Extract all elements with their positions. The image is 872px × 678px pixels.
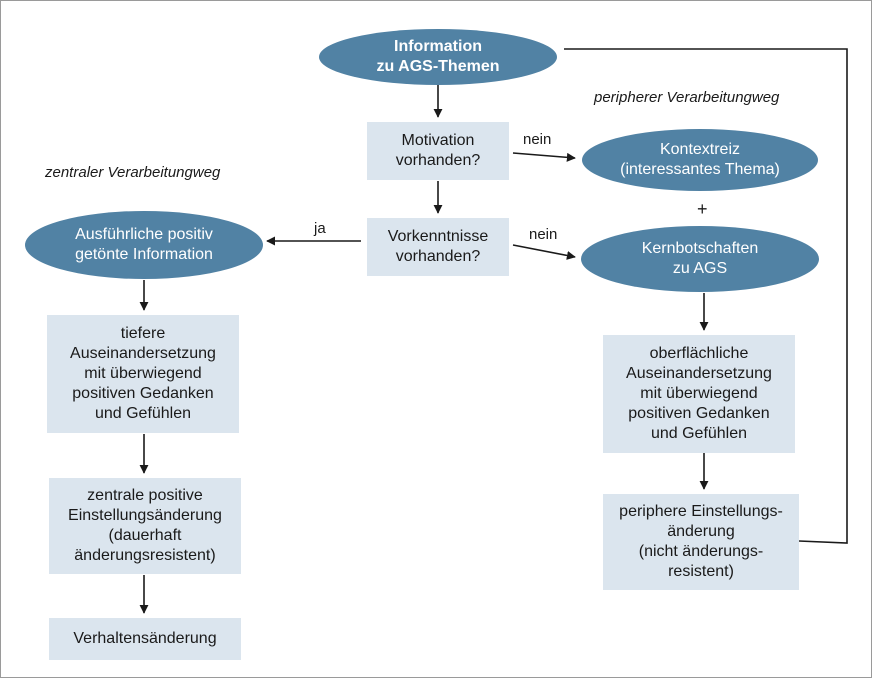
vorkenntnisse-decision-box: Vorkenntnisse vorhanden? bbox=[367, 218, 509, 276]
oberflaechliche-auseinandersetzung-box: oberflächliche Auseinandersetzung mit üb… bbox=[603, 335, 795, 453]
information-node: Information zu AGS-Themen bbox=[319, 29, 557, 85]
periphere-einstellungsaenderung-box: periphere Einstellungs- änderung (nicht … bbox=[603, 494, 799, 590]
peripheral-route-label: peripherer Verarbeitungweg bbox=[594, 89, 780, 106]
edge-label-ja: ja bbox=[314, 220, 326, 237]
zentrale-einstellungsaenderung-box: zentrale positive Einstellungsänderung (… bbox=[49, 478, 241, 574]
arrow-vorkenntnisse-to-kernbotschaften bbox=[512, 244, 576, 260]
plus-sign: + bbox=[697, 199, 708, 219]
feedback-line-periphere-to-info bbox=[564, 48, 848, 544]
edge-label-nein-motivation: nein bbox=[523, 131, 552, 148]
edge-label-nein-vorkenntnisse: nein bbox=[529, 226, 558, 243]
tiefere-auseinandersetzung-box: tiefere Auseinandersetzung mit überwiege… bbox=[47, 315, 239, 433]
arrow-motivation-to-kontextreiz bbox=[512, 152, 576, 162]
central-route-label: zentraler Verarbeitungweg bbox=[45, 164, 221, 181]
kernbotschaften-node: Kernbotschaften zu AGS bbox=[581, 226, 819, 292]
verhaltensaenderung-box: Verhaltensänderung bbox=[49, 618, 241, 660]
motivation-decision-box: Motivation vorhanden? bbox=[367, 122, 509, 180]
kontextreiz-node: Kontextreiz (interessantes Thema) bbox=[582, 129, 818, 191]
ausfuehrliche-information-node: Ausführliche positiv getönte Information bbox=[25, 211, 263, 279]
